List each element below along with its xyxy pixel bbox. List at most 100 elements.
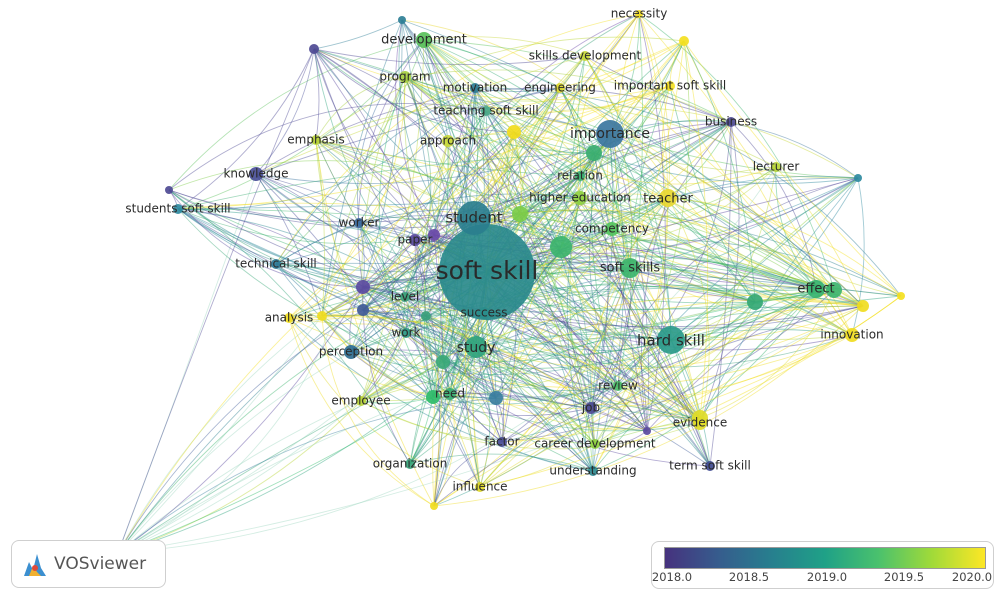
node-circle[interactable] [344,345,358,359]
node-circle[interactable] [430,502,438,510]
node-label[interactable]: teacher [643,192,693,207]
node-label[interactable]: factor [484,435,519,449]
node-circle[interactable] [398,16,406,24]
node-label[interactable]: employee [331,394,390,408]
node-circle[interactable] [507,125,521,139]
node-circle[interactable] [497,437,507,447]
node-label[interactable]: skills development [529,49,642,63]
node-label[interactable]: motivation [443,81,508,95]
node-label[interactable]: soft skills [600,261,660,276]
node-circle[interactable] [897,292,905,300]
node-label[interactable]: level [391,290,420,304]
node-circle[interactable] [512,206,528,222]
node-label[interactable]: necessity [611,7,668,21]
node-circle[interactable] [692,410,708,426]
node-circle[interactable] [416,32,432,48]
node-label[interactable]: students soft skill [125,202,230,216]
node-circle[interactable] [426,390,440,404]
node-circle[interactable] [399,71,411,83]
node-circle[interactable] [605,222,619,236]
node-label[interactable]: approach [420,134,476,148]
node-circle[interactable] [845,328,859,342]
node-label[interactable]: teaching soft skill [433,104,538,118]
node-label[interactable]: business [705,115,757,129]
node-label[interactable]: knowledge [223,167,288,181]
node-label[interactable]: program [379,70,430,84]
node-circle[interactable] [613,381,623,391]
node-label[interactable]: work [391,326,420,340]
node-circle[interactable] [659,189,677,207]
node-circle[interactable] [284,313,294,323]
node-circle[interactable] [588,466,598,476]
node-circle[interactable] [421,311,431,321]
node-label[interactable]: effect [797,282,834,297]
node-circle[interactable] [356,396,366,406]
node-circle[interactable] [550,236,572,258]
node-circle[interactable] [590,439,600,449]
node-circle[interactable] [807,280,825,298]
node-label[interactable]: success [461,306,508,320]
node-circle[interactable] [489,391,503,405]
node-circle[interactable] [679,36,689,46]
node-circle[interactable] [826,282,842,298]
node-label[interactable]: competency [575,222,649,236]
node-circle[interactable] [439,224,535,320]
node-circle[interactable] [317,311,327,321]
node-circle[interactable] [854,174,862,182]
node-label[interactable]: organization [373,457,448,471]
node-circle[interactable] [173,204,183,214]
node-label[interactable]: evidence [673,416,727,430]
node-circle[interactable] [575,171,585,181]
node-circle[interactable] [573,191,587,205]
node-circle[interactable] [747,294,763,310]
node-label[interactable]: student [445,209,502,227]
node-circle[interactable] [357,304,369,316]
node-circle[interactable] [726,117,736,127]
node-label[interactable]: relation [557,169,603,183]
node-circle[interactable] [309,44,319,54]
node-circle[interactable] [428,229,440,241]
node-circle[interactable] [585,402,597,414]
node-circle[interactable] [400,292,410,302]
node-circle[interactable] [857,300,869,312]
node-label[interactable]: soft skill [436,256,539,285]
node-label[interactable]: hard skill [637,332,705,350]
node-label[interactable]: emphasis [287,133,345,147]
node-label[interactable]: higher education [529,191,631,205]
node-circle[interactable] [657,326,685,354]
node-label[interactable]: perception [319,345,383,359]
node-label[interactable]: study [457,340,496,356]
node-label[interactable]: job [581,401,600,415]
node-circle[interactable] [436,355,450,369]
node-label[interactable]: influence [452,480,507,494]
node-circle[interactable] [596,120,624,148]
node-circle[interactable] [470,83,480,93]
node-label[interactable]: important soft skill [614,79,726,93]
node-circle[interactable] [478,307,490,319]
node-label[interactable]: importance [570,126,650,142]
node-circle[interactable] [620,258,640,278]
node-circle[interactable] [405,459,415,469]
node-circle[interactable] [442,135,454,147]
node-label[interactable]: analysis [265,311,314,325]
node-label[interactable]: engineering [524,81,596,95]
node-label[interactable]: lecturer [753,160,800,174]
node-label[interactable]: innovation [820,328,883,342]
node-circle[interactable] [401,328,411,338]
node-circle[interactable] [165,186,173,194]
node-label[interactable]: technical skill [235,257,317,271]
node-label[interactable]: need [435,387,465,401]
node-circle[interactable] [354,218,364,228]
node-circle[interactable] [409,234,421,246]
node-circle[interactable] [705,461,715,471]
node-circle[interactable] [665,81,675,91]
node-circle[interactable] [356,280,370,294]
node-circle[interactable] [643,427,651,435]
node-circle[interactable] [475,482,485,492]
node-circle[interactable] [481,106,491,116]
node-circle[interactable] [635,10,643,18]
node-circle[interactable] [444,388,456,400]
node-circle[interactable] [457,201,491,235]
node-circle[interactable] [555,83,565,93]
